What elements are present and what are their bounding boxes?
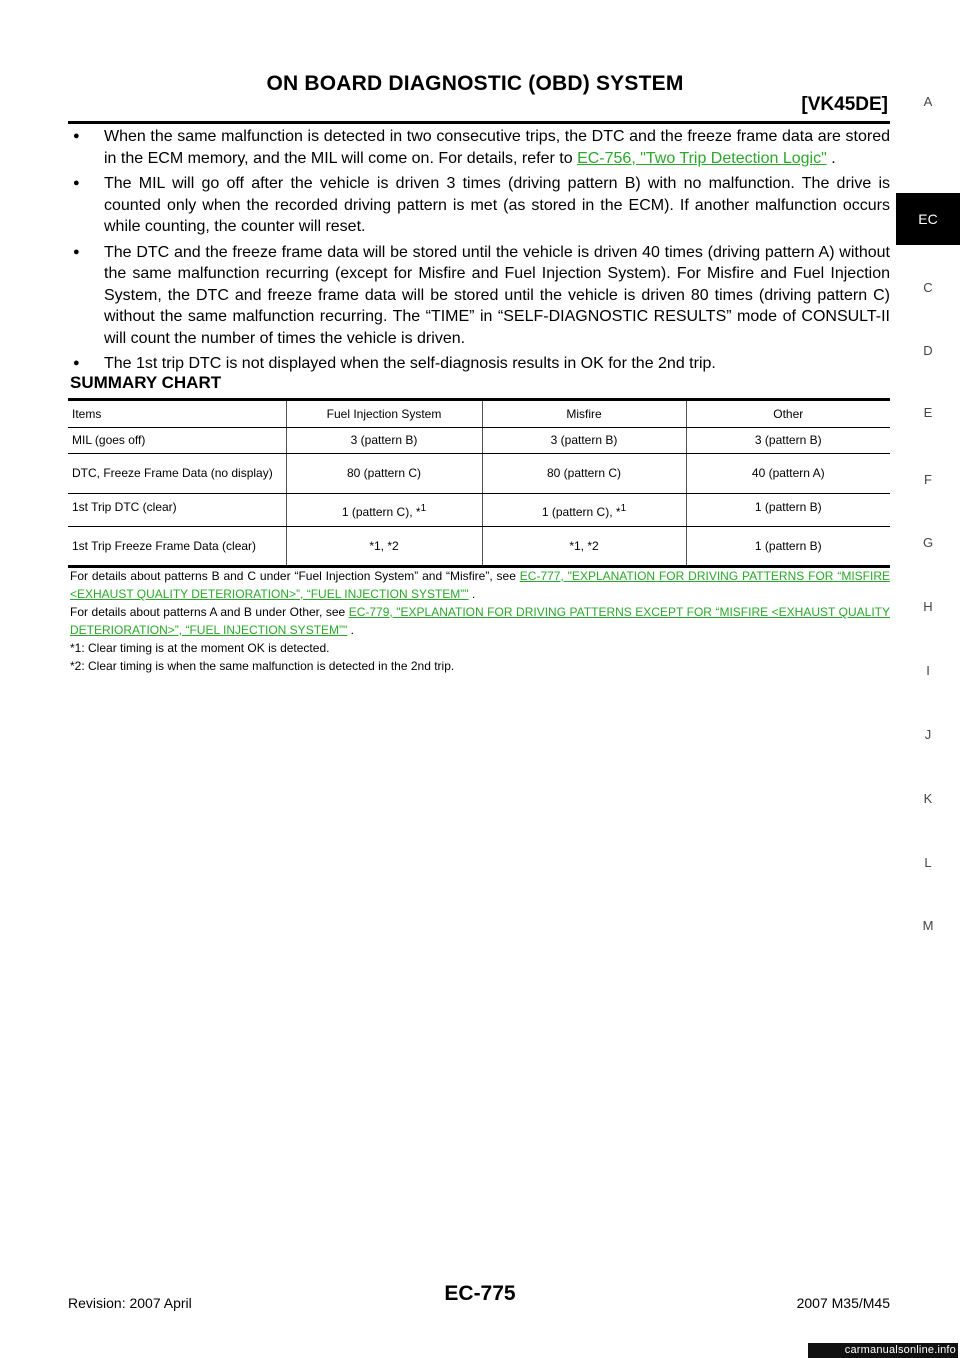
summary-chart-heading: SUMMARY CHART: [70, 373, 222, 392]
bullet-list: When the same malfunction is detected in…: [68, 126, 890, 379]
row-item: 1st Trip Freeze Frame Data (clear): [68, 526, 286, 568]
ec-779-link[interactable]: EC-779, "EXPLANATION FOR DRIVING PATTERN…: [70, 605, 890, 637]
bullet-text: The MIL will go off after the vehicle is…: [104, 175, 890, 235]
note-patterns-a-b: For details about patterns A and B under…: [70, 605, 890, 637]
watermark-bar: [808, 1343, 958, 1358]
table-header-row: Items Fuel Injection System Misfire Othe…: [68, 398, 890, 428]
section-index-item[interactable]: L: [924, 855, 932, 870]
cell-misfire: 80 (pattern C): [481, 453, 686, 494]
footnote-ref: 1: [620, 502, 627, 514]
column-header-misfire: Misfire: [481, 398, 686, 428]
table-row: DTC, Freeze Frame Data (no display) 80 (…: [68, 453, 890, 494]
footnote-1: *1: Clear timing is at the moment OK is …: [70, 641, 330, 655]
page-title: ON BOARD DIAGNOSTIC (OBD) SYSTEM: [266, 72, 684, 95]
table-row: 1st Trip DTC (clear) 1 (pattern C), *1 1…: [68, 493, 890, 527]
bullet-text: When the same malfunction is detected in…: [104, 128, 890, 167]
column-header-items: Items: [68, 398, 286, 428]
table-row: MIL (goes off) 3 (pattern B) 3 (pattern …: [68, 427, 890, 454]
section-index-item[interactable]: F: [924, 472, 932, 487]
cell-misfire: 1 (pattern C), *1: [481, 493, 686, 527]
bullet-item: The 1st trip DTC is not displayed when t…: [68, 353, 890, 375]
section-index-item[interactable]: G: [922, 535, 934, 550]
column-header-fuel-injection: Fuel Injection System: [285, 398, 482, 428]
section-index-item[interactable]: C: [923, 280, 933, 295]
header-rule: [68, 121, 890, 124]
bullet-text: The DTC and the freeze frame data will b…: [104, 243, 890, 347]
section-index-item[interactable]: I: [926, 663, 930, 678]
row-item: DTC, Freeze Frame Data (no display): [68, 453, 286, 494]
cell-misfire: *1, *2: [481, 526, 686, 568]
cell-other: 40 (pattern A): [685, 453, 890, 494]
section-index-item[interactable]: A: [923, 94, 933, 109]
bullet-text: The 1st trip DTC is not displayed when t…: [104, 355, 716, 372]
engine-code: [VK45DE]: [801, 94, 888, 115]
column-header-other: Other: [685, 398, 890, 428]
revision-date: Revision: 2007 April: [68, 1295, 192, 1311]
two-trip-detection-link[interactable]: EC-756, "Two Trip Detection Logic": [577, 149, 827, 167]
cell-fuel: *1, *2: [285, 526, 482, 568]
vehicle-model: 2007 M35/M45: [796, 1295, 890, 1311]
cell-other: 3 (pattern B): [685, 427, 890, 454]
cell-other: 1 (pattern B): [685, 526, 890, 568]
section-index-item[interactable]: K: [923, 791, 933, 806]
section-index-item[interactable]: M: [922, 918, 934, 933]
cell-other: 1 (pattern B): [685, 493, 890, 527]
row-item: 1st Trip DTC (clear): [68, 493, 286, 527]
cell-misfire: 3 (pattern B): [481, 427, 686, 454]
table-row: 1st Trip Freeze Frame Data (clear) *1, *…: [68, 526, 890, 568]
chart-notes: For details about patterns B and C under…: [70, 567, 890, 675]
cell-fuel: 80 (pattern C): [285, 453, 482, 494]
footnote-2: *2: Clear timing is when the same malfun…: [70, 659, 455, 673]
footnote-ref: 1: [420, 502, 427, 514]
ec-777-link[interactable]: EC-777, "EXPLANATION FOR DRIVING PATTERN…: [70, 569, 890, 601]
bullet-item: When the same malfunction is detected in…: [68, 126, 890, 169]
section-index-item[interactable]: E: [923, 405, 933, 420]
page-number: EC-775: [444, 1282, 516, 1305]
cell-fuel: 3 (pattern B): [285, 427, 482, 454]
cell-fuel: 1 (pattern C), *1: [285, 493, 482, 527]
bullet-item: The DTC and the freeze frame data will b…: [68, 242, 890, 350]
bullet-item: The MIL will go off after the vehicle is…: [68, 173, 890, 238]
summary-chart-table: Items Fuel Injection System Misfire Othe…: [68, 398, 890, 568]
row-item: MIL (goes off): [68, 427, 286, 454]
note-patterns-b-c: For details about patterns B and C under…: [70, 569, 890, 601]
section-index-item[interactable]: D: [923, 343, 933, 358]
watermark-text: carmanualsonline.info: [844, 1344, 956, 1356]
section-index-item[interactable]: H: [923, 599, 933, 614]
bullet-text-after: .: [826, 149, 836, 167]
section-index-item[interactable]: J: [924, 727, 932, 742]
section-tab-active[interactable]: EC: [896, 193, 960, 245]
